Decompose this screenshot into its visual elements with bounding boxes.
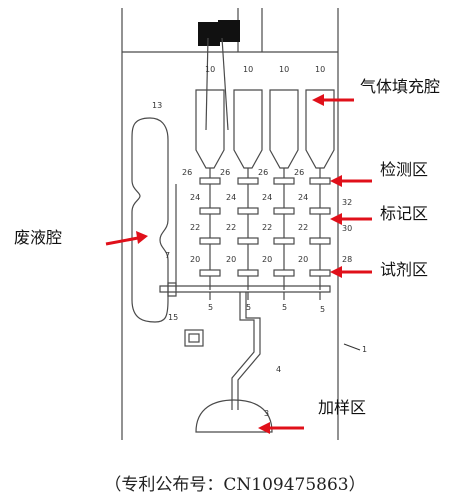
ref-5-d: 5 (320, 305, 325, 314)
top-inlet-notch (237, 8, 263, 52)
gas-chamber-4 (305, 89, 335, 169)
sample-channel (231, 292, 255, 410)
arrow-gas-chamber (312, 94, 354, 106)
gas-chamber-2 (233, 89, 263, 169)
ref-15: 15 (168, 313, 178, 322)
manifold (159, 285, 331, 293)
ref-20-d: 20 (298, 255, 308, 264)
ref-10-b: 10 (243, 65, 253, 74)
ref-5-c: 5 (282, 303, 287, 312)
square-port-inner (188, 333, 200, 343)
black-block-left (198, 22, 220, 46)
ref-13: 13 (152, 101, 162, 110)
label-reagent-zone: 试剂区 (380, 260, 429, 279)
arrow-waste-chamber (105, 231, 148, 246)
gas-chamber-3 (269, 89, 299, 169)
ref-30: 30 (342, 224, 352, 233)
ref-1-arrow (343, 343, 361, 351)
channel-1 (199, 168, 221, 290)
label-waste-chamber: 废液腔 (14, 228, 63, 247)
channel-4 (309, 168, 331, 290)
ref-3: 3 (264, 409, 269, 418)
arrow-reagent-zone (330, 266, 372, 278)
ref-22-b: 22 (226, 223, 236, 232)
ref-10-c: 10 (279, 65, 289, 74)
label-gas-chamber: 气体填充腔 (360, 77, 441, 96)
figure-caption: （专利公布号：CN109475863） (104, 475, 366, 495)
square-port (184, 329, 204, 347)
ref-32: 32 (342, 198, 352, 207)
ref-7: 7 (165, 251, 170, 260)
ref-28: 28 (342, 255, 352, 264)
ref-26-d: 26 (294, 168, 304, 177)
channel-3 (273, 168, 295, 290)
sample-channel-wall (237, 292, 261, 410)
inlet-pipe-1 (205, 37, 209, 131)
waste-chamber (131, 117, 169, 323)
label-sample-zone: 加样区 (318, 398, 367, 417)
branch-pipes (209, 292, 321, 300)
ref-20-b: 20 (226, 255, 236, 264)
inlet-pipe-2 (221, 37, 229, 131)
arrow-detection-zone (330, 175, 372, 187)
label-label-zone: 标记区 (380, 204, 429, 223)
ref-24-a: 24 (190, 193, 200, 202)
ref-20-c: 20 (262, 255, 272, 264)
ref-26-a: 26 (182, 168, 192, 177)
ref-22-d: 22 (298, 223, 308, 232)
ref-20-a: 20 (190, 255, 200, 264)
channel-2 (237, 168, 259, 290)
arrow-label-zone (330, 213, 372, 225)
black-block-right (218, 20, 240, 42)
ref-24-d: 24 (298, 193, 308, 202)
gas-chamber-1 (195, 89, 225, 169)
ref-26-c: 26 (258, 168, 268, 177)
ref-5-b: 5 (246, 303, 251, 312)
ref-22-c: 22 (262, 223, 272, 232)
ref-24-c: 24 (262, 193, 272, 202)
waste-valve (167, 282, 177, 297)
ref-24-b: 24 (226, 193, 236, 202)
ref-5-a: 5 (208, 303, 213, 312)
label-detection-zone: 检测区 (380, 160, 429, 179)
ref-4: 4 (276, 365, 281, 374)
ref-1: 1 (362, 345, 367, 354)
sample-well (195, 399, 273, 433)
device-body-outline (121, 8, 339, 440)
ref-26-b: 26 (220, 168, 230, 177)
ref-10-d: 10 (315, 65, 325, 74)
arrow-sample-zone (258, 422, 304, 434)
ref-10-a: 10 (205, 65, 215, 74)
ref-22-a: 22 (190, 223, 200, 232)
